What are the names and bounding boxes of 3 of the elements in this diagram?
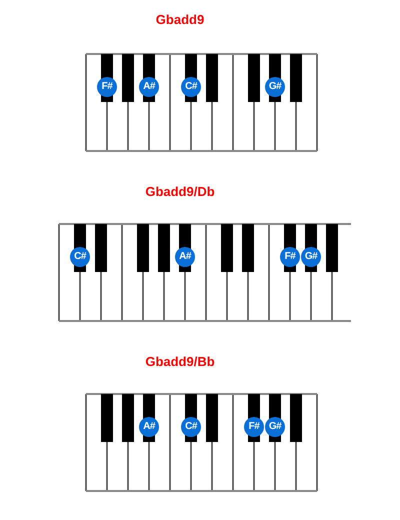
chord-title: Gbadd9	[154, 12, 206, 28]
chord-title: Gbadd9/Db	[144, 184, 216, 200]
chord-title: Gbadd9/Bb	[144, 354, 216, 370]
